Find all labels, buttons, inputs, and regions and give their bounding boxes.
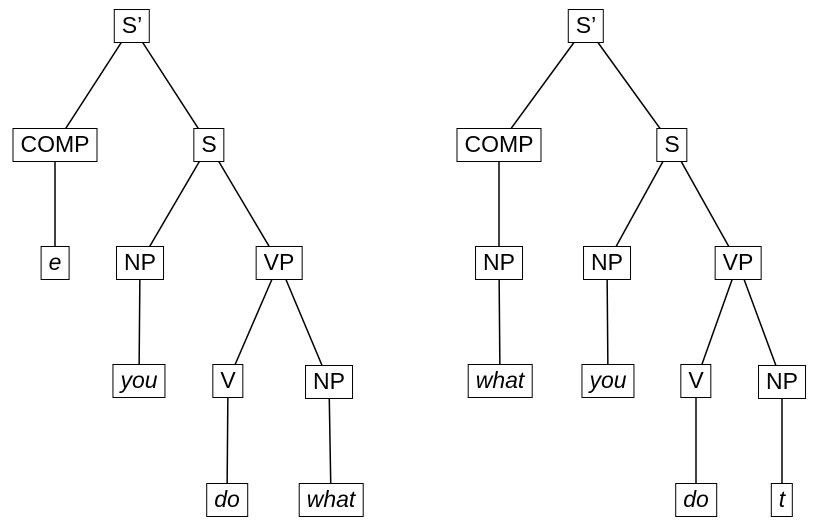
tree-edge-sbar-comp [498, 25, 587, 146]
tree-edge-vp-np2 [278, 262, 330, 383]
tree-node-right-tree-np_s: NP [583, 246, 631, 280]
tree-node-left-tree-do: do [206, 483, 248, 517]
tree-node-right-tree-sbar: S’ [567, 9, 605, 43]
tree-node-right-tree-t: t [770, 483, 794, 517]
tree-edge-vp-v [695, 262, 739, 382]
tree-node-right-tree-v: V [680, 364, 712, 398]
tree-node-left-tree-e: e [40, 246, 70, 280]
tree-node-right-tree-do: do [675, 483, 717, 517]
tree-edge-s-vp [671, 144, 739, 264]
tree-node-right-tree-comp: COMP [456, 128, 542, 162]
tree-node-right-tree-s: S [656, 128, 688, 162]
tree-edge-np1-you [138, 262, 141, 382]
tree-edge-np_c-what [498, 262, 501, 382]
tree-node-right-tree-what: what [467, 364, 533, 398]
tree-node-left-tree-what: what [298, 483, 364, 517]
tree-edge-s-np_s [606, 144, 673, 264]
tree-edge-vp-v [227, 262, 280, 382]
tree-edge-np_s-you [606, 262, 609, 382]
tree-edge-np2-what [328, 381, 332, 501]
tree-node-left-tree-v: V [212, 364, 244, 398]
tree-edge-v-do [226, 380, 229, 501]
tree-edge-sbar-comp [54, 25, 133, 146]
tree-node-right-tree-vp: VP [714, 246, 762, 280]
tree-edge-vp-np_o [737, 262, 783, 383]
tree-edge-s-vp [208, 144, 280, 264]
tree-node-left-tree-you: you [112, 364, 166, 398]
tree-edge-s-np1 [139, 144, 210, 264]
tree-edge-sbar-s [585, 25, 673, 146]
tree-node-right-tree-np_o: NP [758, 365, 806, 399]
tree-node-left-tree-sbar: S’ [113, 9, 151, 43]
tree-node-right-tree-you: you [581, 364, 635, 398]
tree-node-left-tree-vp: VP [255, 246, 303, 280]
tree-node-left-tree-comp: COMP [12, 128, 98, 162]
tree-node-right-tree-np_c: NP [475, 246, 523, 280]
tree-node-left-tree-s: S [193, 128, 225, 162]
tree-node-left-tree-np1: NP [116, 246, 164, 280]
tree-node-left-tree-np2: NP [305, 365, 353, 399]
tree-edge-sbar-s [131, 25, 210, 146]
